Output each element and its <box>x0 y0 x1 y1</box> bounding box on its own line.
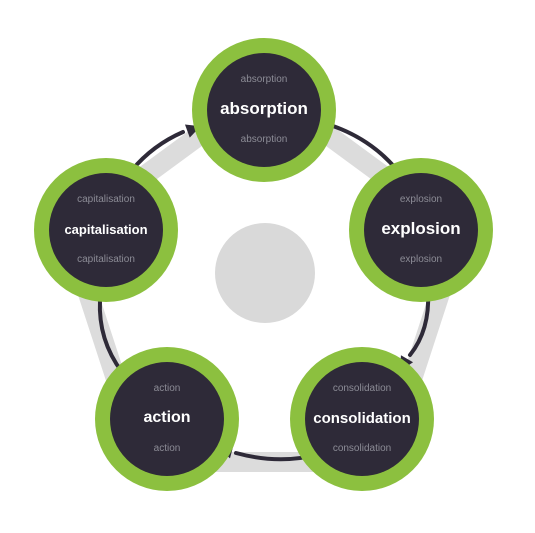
node-label: explosion <box>381 219 461 239</box>
node-core <box>364 173 478 287</box>
node-bottom-label: consolidation <box>332 443 392 454</box>
node-top-label: capitalisation <box>77 194 135 205</box>
center-disc <box>215 223 315 323</box>
node-label: capitalisation <box>64 221 148 237</box>
node-core <box>110 362 224 476</box>
node-top-label: explosion <box>399 194 443 205</box>
node-bottom-label: explosion <box>399 254 443 265</box>
node-action: action action action <box>95 347 239 491</box>
node-bottom-label: capitalisation <box>77 254 135 265</box>
node-absorption: absorption absorption absorption <box>192 38 336 182</box>
node-bottom-label: absorption <box>240 134 288 145</box>
node-core <box>305 362 419 476</box>
node-top-label: consolidation <box>332 383 392 394</box>
node-core <box>49 173 163 287</box>
node-label: consolidation <box>313 409 411 427</box>
node-consolidation: consolidation consolidation consolidatio… <box>290 347 434 491</box>
node-top-label: action <box>153 383 181 394</box>
node-core <box>207 53 321 167</box>
node-capitalisation: capitalisation capitalisation capitalisa… <box>34 158 178 302</box>
node-label: action <box>143 409 191 427</box>
node-bottom-label: action <box>153 443 181 454</box>
node-explosion: explosion explosion explosion <box>349 158 493 302</box>
node-top-label: absorption <box>240 74 288 85</box>
node-label: absorption <box>220 99 308 119</box>
